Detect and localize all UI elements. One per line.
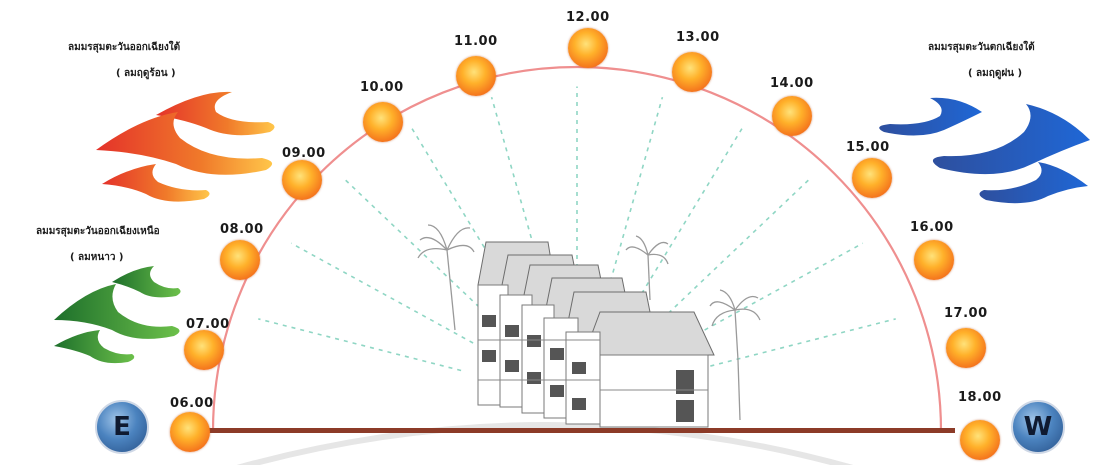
sun-1700 <box>946 328 986 368</box>
sun-0700 <box>184 330 224 370</box>
time-label-0600: 06.00 <box>170 396 214 411</box>
sun-ray <box>607 96 664 291</box>
east-badge: E <box>95 400 149 454</box>
sun-ray <box>661 177 811 320</box>
sun-1600 <box>914 240 954 280</box>
time-label-1600: 16.00 <box>910 220 954 235</box>
sun-0600 <box>170 412 210 452</box>
sun-1000 <box>363 102 403 142</box>
sun-ray <box>343 177 493 320</box>
sun-rays <box>258 86 896 372</box>
sun-ray <box>290 242 474 344</box>
wind-cold-label: ลมมรสุมตะวันออกเฉียงเหนือ <box>36 226 160 237</box>
wind-hot-sublabel: ( ลมฤดูร้อน ) <box>116 68 176 79</box>
time-label-1300: 13.00 <box>676 30 720 45</box>
wind-hot-label: ลมมรสุมตะวันออกเฉียงใต้ <box>68 42 181 53</box>
sun-1400 <box>772 96 812 136</box>
sun-ray <box>258 318 462 372</box>
sun-1800 <box>960 420 1000 460</box>
west-badge: W <box>1011 400 1065 454</box>
building-illustration <box>477 241 715 428</box>
sun-1100 <box>456 56 496 96</box>
sun-1300 <box>672 52 712 92</box>
time-label-1700: 17.00 <box>944 306 988 321</box>
time-label-0800: 08.00 <box>220 222 264 237</box>
sun-ray <box>680 242 864 344</box>
sun-1500 <box>852 158 892 198</box>
palm-tree-mid <box>625 235 669 301</box>
sun-1200 <box>568 28 608 68</box>
wind-cold-sublabel: ( ลมหนาว ) <box>70 252 124 263</box>
time-label-0900: 09.00 <box>282 146 326 161</box>
ground-ring <box>236 422 854 465</box>
time-label-1400: 14.00 <box>770 76 814 91</box>
time-label-1500: 15.00 <box>846 140 890 155</box>
ground-line <box>207 428 955 433</box>
palm-tree-right <box>709 289 761 421</box>
time-label-1800: 18.00 <box>958 390 1002 405</box>
time-label-1000: 10.00 <box>360 80 404 95</box>
sun-ray <box>490 96 547 291</box>
wind-arrows-rain <box>879 97 1090 204</box>
sun-ray <box>692 318 896 372</box>
wind-rain-sublabel: ( ลมฤดูฝน ) <box>968 68 1023 79</box>
time-label-0700: 07.00 <box>186 317 230 332</box>
wind-arrows-cold <box>54 266 181 364</box>
wind-arrows-hot <box>96 91 275 202</box>
time-label-1100: 11.00 <box>454 34 498 49</box>
wind-rain-label: ลมมรสุมตะวันตกเฉียงใต้ <box>928 42 1035 53</box>
sun-0800 <box>220 240 260 280</box>
sun-ray <box>636 128 743 302</box>
time-label-1200: 12.00 <box>566 10 610 25</box>
palm-tree-left <box>417 224 475 331</box>
sun-0900 <box>282 160 322 200</box>
sun-ray <box>411 128 518 302</box>
